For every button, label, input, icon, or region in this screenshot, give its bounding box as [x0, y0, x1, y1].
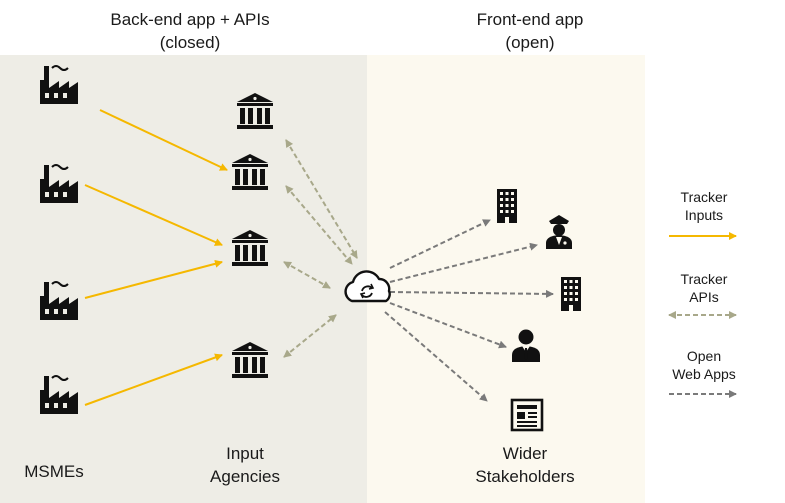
bank-building-icon — [232, 342, 268, 378]
wider-stakeholders-line2: Stakeholders — [475, 467, 575, 486]
office-building-icon — [561, 277, 581, 311]
legend-open-webapps-line1: Open — [686, 348, 722, 364]
open-webapp-arrow — [389, 242, 538, 283]
tracker-api-arrow — [285, 185, 353, 265]
tracker-input-arrow — [84, 184, 223, 246]
business-person-icon — [512, 329, 540, 362]
tracker-input-arrow — [99, 109, 228, 171]
legend-tracker-inputs-line2: Inputs — [684, 207, 724, 223]
newspaper-icon — [510, 398, 544, 432]
input-agencies-line2: Agencies — [210, 467, 280, 486]
frontend-heading-line1: Front-end app — [476, 10, 584, 29]
bank-building-icon — [232, 230, 268, 266]
msmes-label: MSMEs — [24, 462, 84, 481]
input-agencies-line1: Input — [226, 444, 264, 463]
tracker-input-arrow — [84, 353, 223, 406]
open-webapp-arrow — [384, 311, 488, 402]
legend-lines — [668, 232, 737, 398]
tracker-api-arrow — [283, 261, 331, 289]
legend-tracker-apis-line1: Tracker — [680, 271, 728, 287]
legend-tracker-apis-line2: APIs — [689, 289, 719, 305]
office-building-icon — [497, 189, 517, 223]
frontend-zone — [367, 55, 645, 503]
factory-icon — [39, 164, 79, 204]
wider-stakeholders-line1: Wider — [502, 444, 548, 463]
tracker-api-arrow — [283, 314, 337, 358]
tracker-input-arrow — [84, 259, 223, 299]
legend-open-webapps-line2: Web Apps — [672, 366, 736, 382]
backend-heading-line2: (closed) — [159, 33, 221, 52]
factory-icon — [39, 375, 79, 415]
bank-building-icon — [232, 154, 268, 190]
backend-heading: Back-end app + APIs (closed) — [60, 8, 320, 54]
legend-tracker-inputs-label: Tracker Inputs — [649, 188, 759, 224]
open-webapp-arrow — [389, 219, 491, 269]
frontend-heading-line2: (open) — [505, 33, 555, 52]
open-webapp-arrow — [389, 289, 554, 298]
factory-icon — [39, 65, 79, 105]
factory-icon — [39, 281, 79, 321]
wider-stakeholders-label: Wider Stakeholders — [460, 442, 590, 488]
cloud-sync-icon — [344, 270, 391, 303]
open-webapp-arrow — [389, 302, 507, 349]
frontend-heading: Front-end app (open) — [420, 8, 640, 54]
legend-tracker-inputs-line1: Tracker — [680, 189, 728, 205]
input-agencies-label: Input Agencies — [190, 442, 300, 488]
legend-open-webapps-label: Open Web Apps — [649, 347, 759, 383]
bank-building-icon — [237, 93, 273, 129]
legend-tracker-apis-label: Tracker APIs — [649, 270, 759, 306]
nodes-layer — [39, 65, 581, 432]
edges-layer — [84, 109, 554, 406]
police-officer-icon — [546, 215, 572, 249]
backend-heading-line1: Back-end app + APIs — [110, 10, 270, 29]
